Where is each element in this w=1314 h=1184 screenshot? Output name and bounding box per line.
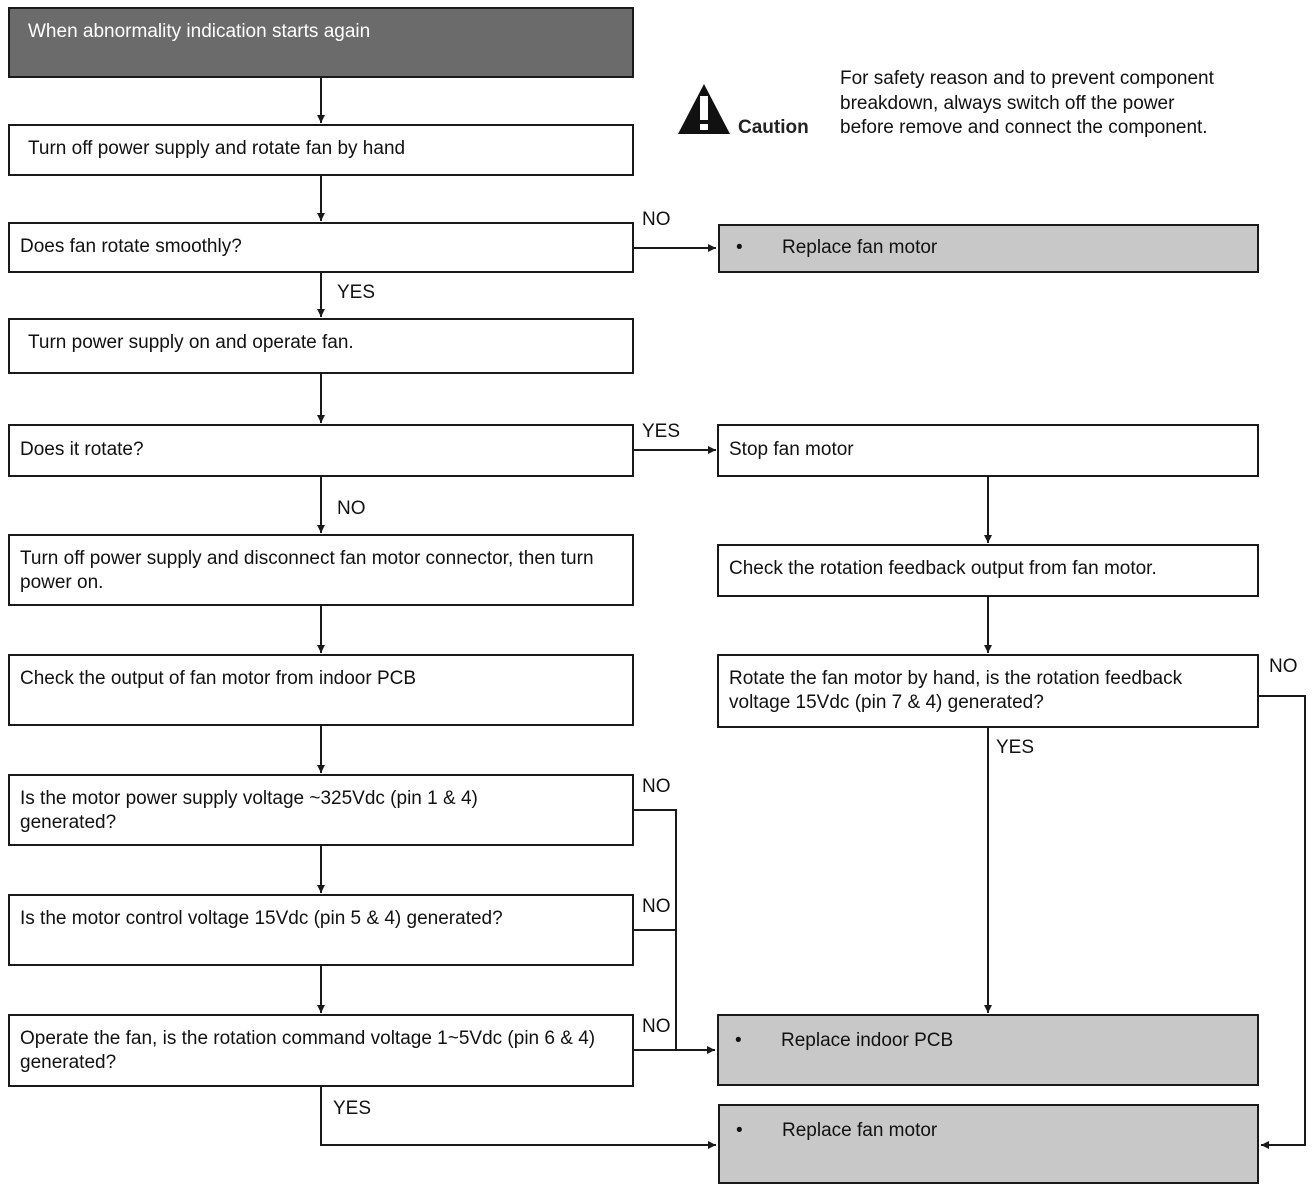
action-replace-fan-motor-bottom: • Replace fan motor	[718, 1104, 1259, 1184]
label-yes-smooth: YES	[337, 282, 376, 303]
bullet: •	[736, 1120, 743, 1141]
action-replace-indoor-pcb: • Replace indoor PCB	[717, 1014, 1259, 1086]
decision-rotate-smoothly-text: Does fan rotate smoothly?	[20, 236, 242, 257]
decision-feedback-voltage-text: Rotate the fan motor by hand, is the rot…	[729, 668, 1183, 713]
decision-rotation-command: Operate the fan, is the rotation command…	[8, 1014, 634, 1087]
warning-triangle-icon	[678, 84, 730, 134]
label-no-feedback: NO	[1269, 656, 1298, 677]
step-stop-fan-motor: Stop fan motor	[717, 424, 1259, 477]
label-yes-command: YES	[333, 1098, 372, 1119]
action-replace-fan-motor-bottom-text: Replace fan motor	[782, 1120, 938, 1141]
decision-rotate-smoothly: Does fan rotate smoothly?	[8, 222, 634, 273]
decision-power-supply-voltage-text: Is the motor power supply voltage ~325Vd…	[20, 788, 478, 833]
step-power-on-operate-text: Turn power supply on and operate fan.	[28, 332, 354, 353]
bullet: •	[736, 237, 743, 258]
step-power-on-operate: Turn power supply on and operate fan.	[8, 318, 634, 374]
label-yes-rotate: YES	[642, 421, 681, 442]
decision-rotation-command-text: Operate the fan, is the rotation command…	[20, 1028, 596, 1073]
step-stop-fan-motor-text: Stop fan motor	[729, 439, 854, 460]
step-check-feedback: Check the rotation feedback output from …	[717, 544, 1259, 597]
label-no-power-supply: NO	[642, 776, 671, 797]
step-power-off-rotate-text: Turn off power supply and rotate fan by …	[28, 138, 406, 159]
label-no-control: NO	[642, 896, 671, 917]
action-replace-fan-motor-top: • Replace fan motor	[718, 224, 1259, 273]
label-no-smooth: NO	[642, 209, 671, 230]
start-text: When abnormality indication starts again	[28, 21, 371, 42]
label-yes-feedback: YES	[996, 737, 1035, 758]
decision-feedback-voltage: Rotate the fan motor by hand, is the rot…	[717, 654, 1259, 728]
action-replace-fan-motor-top-text: Replace fan motor	[782, 237, 938, 258]
arrow-command-yes	[320, 1087, 716, 1149]
decision-power-supply-voltage: Is the motor power supply voltage ~325Vd…	[8, 774, 634, 846]
label-no-rotate: NO	[337, 498, 366, 519]
step-disconnect-connector-text: Turn off power supply and disconnect fan…	[20, 548, 594, 593]
step-disconnect-connector: Turn off power supply and disconnect fan…	[8, 534, 634, 606]
caution-note: For safety reason and to prevent compone…	[840, 68, 1214, 138]
decision-does-it-rotate: Does it rotate?	[8, 424, 634, 477]
action-replace-indoor-pcb-text: Replace indoor PCB	[781, 1030, 954, 1051]
arrow-feedback-no	[1259, 695, 1306, 1149]
step-check-output: Check the output of fan motor from indoo…	[8, 654, 634, 726]
step-check-feedback-text: Check the rotation feedback output from …	[729, 558, 1157, 579]
start-box: When abnormality indication starts again	[8, 7, 634, 78]
decision-control-voltage: Is the motor control voltage 15Vdc (pin …	[8, 894, 634, 966]
decision-control-voltage-text: Is the motor control voltage 15Vdc (pin …	[20, 908, 503, 929]
bullet: •	[735, 1030, 742, 1051]
caution-label: Caution	[738, 117, 809, 138]
decision-does-it-rotate-text: Does it rotate?	[20, 439, 144, 460]
line-power-no	[634, 809, 677, 1050]
step-check-output-text: Check the output of fan motor from indoo…	[20, 668, 417, 689]
label-no-command: NO	[642, 1016, 671, 1037]
step-power-off-rotate: Turn off power supply and rotate fan by …	[8, 124, 634, 176]
